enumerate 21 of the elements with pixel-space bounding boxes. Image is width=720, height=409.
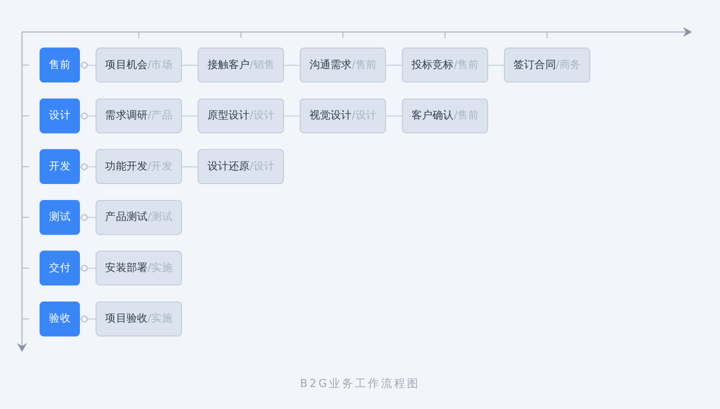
connector-line [79, 62, 97, 69]
stage-box: 测试 [40, 200, 80, 235]
connector-line [79, 214, 97, 221]
connector-line [181, 166, 200, 168]
stage-box: 售前 [40, 48, 80, 83]
connector-line [386, 115, 404, 117]
connector-line [488, 64, 506, 66]
connector-line [283, 64, 302, 66]
connector-line [79, 112, 97, 120]
connector-line [79, 163, 97, 170]
stage-box: 开发 [40, 149, 80, 184]
stage-box: 交付 [40, 250, 80, 286]
connector-line [283, 115, 302, 117]
connector-line [181, 115, 200, 117]
connector-line [386, 64, 404, 66]
stage-box: 设计 [40, 98, 80, 134]
diagram-caption: B2G业务工作流程图 [300, 377, 420, 390]
connector-line [79, 264, 97, 272]
stage-box: 验收 [40, 301, 80, 336]
connector-line [79, 316, 97, 322]
connector-line [181, 64, 200, 66]
